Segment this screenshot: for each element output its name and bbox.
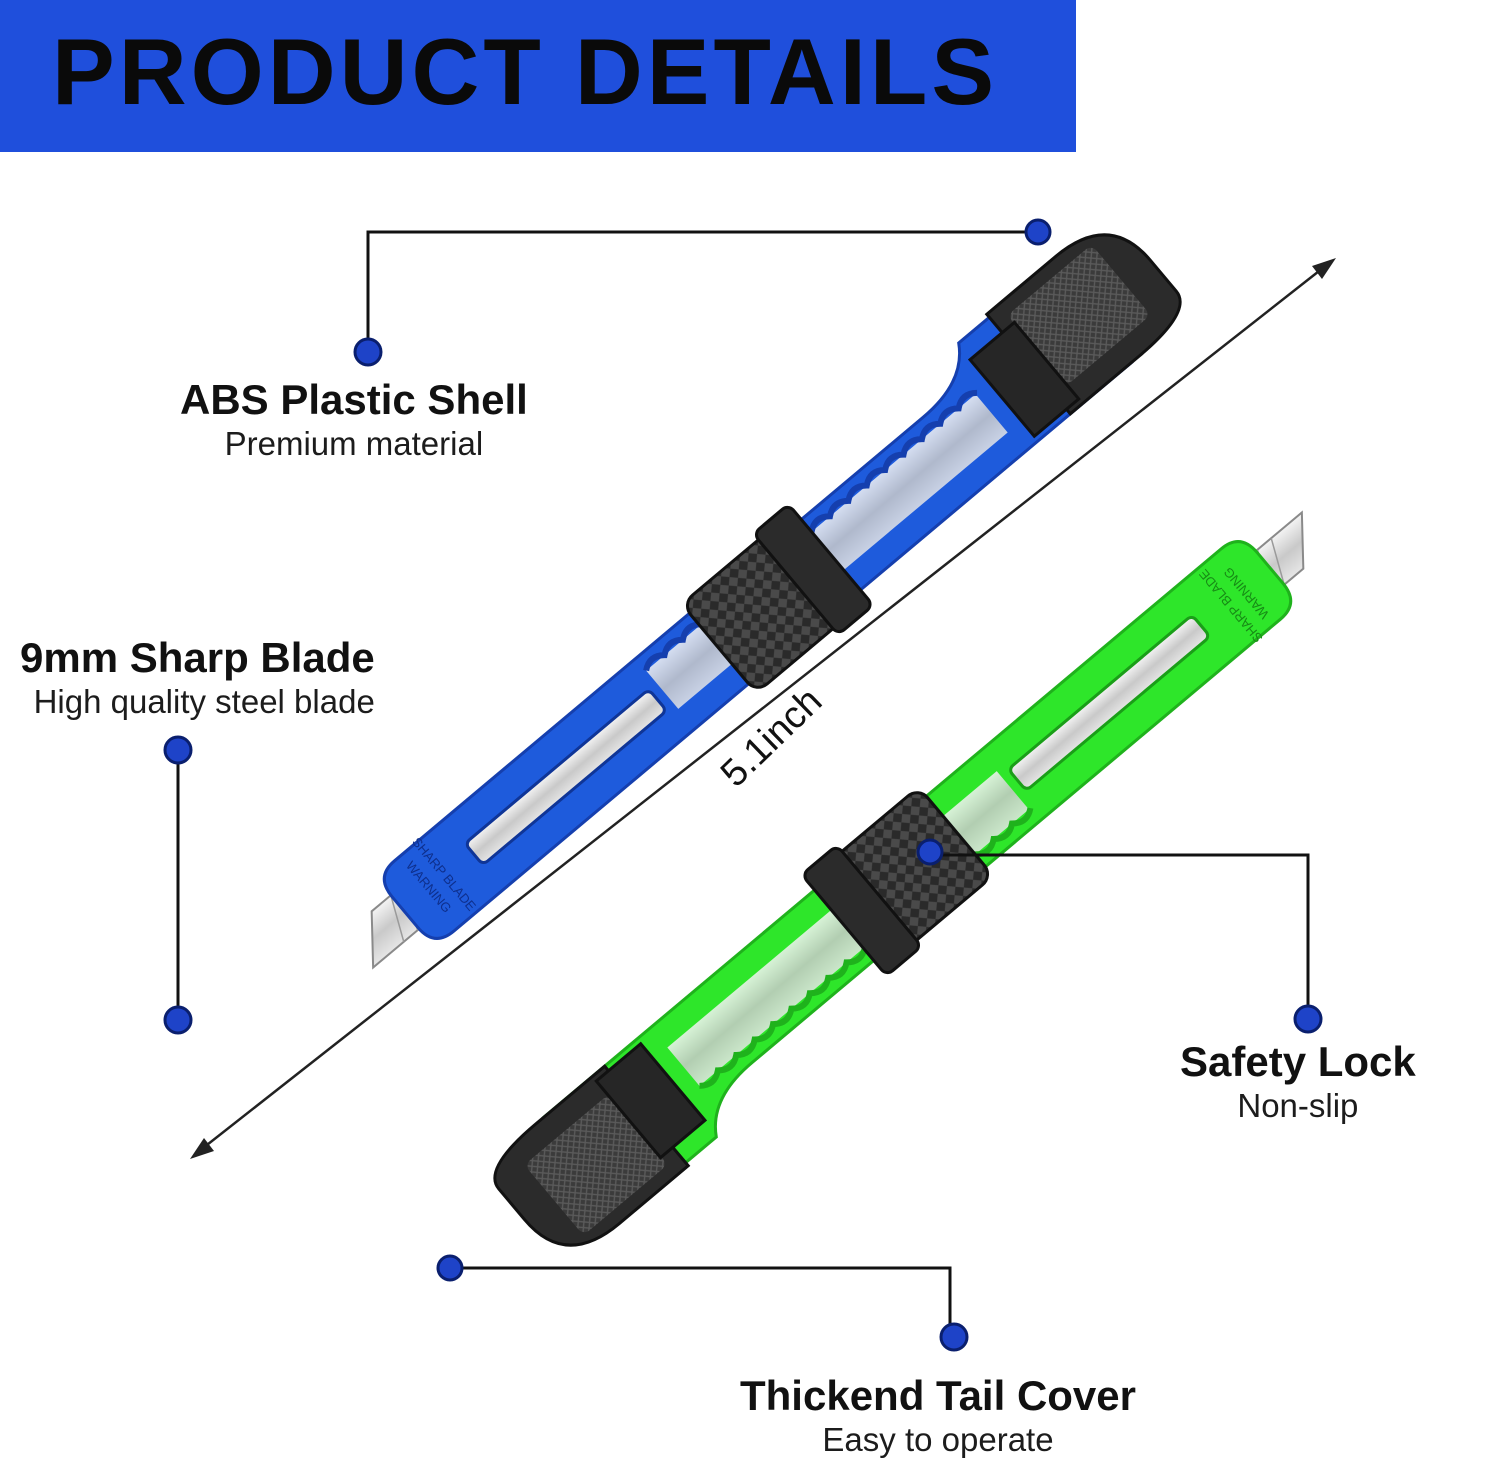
callout-safety-lock-subtitle: Non-slip [1237, 1087, 1359, 1125]
blue-knife-blade-window [465, 690, 666, 865]
callout-abs-shell-title: ABS Plastic Shell [180, 376, 528, 423]
callout-safety-lock: Safety Lock Non-slip [1180, 1038, 1416, 1126]
marker-dot-icon [163, 735, 193, 765]
markers [163, 218, 1323, 1352]
arrowhead-bottom-icon [190, 1138, 214, 1159]
header-banner: PRODUCT DETAILS [0, 0, 1076, 152]
marker-dot-icon [353, 337, 383, 367]
arrowhead-top-icon [1312, 258, 1336, 279]
callout-abs-shell: ABS Plastic Shell Premium material [180, 376, 528, 464]
marker-dot-icon [1293, 1004, 1323, 1034]
callout-tail-cover-title: Thickend Tail Cover [740, 1372, 1136, 1419]
marker-dot-icon [1024, 218, 1052, 246]
callout-blade: 9mm Sharp Blade High quality steel blade [20, 634, 375, 722]
green-knife: WARNING SHARP BLADE [493, 510, 1305, 1247]
page-title: PRODUCT DETAILS [52, 19, 999, 124]
blue-knife: WARNING SHARP BLADE [370, 233, 1182, 970]
callout-safety-lock-title: Safety Lock [1180, 1038, 1416, 1085]
marker-dot-icon [436, 1254, 464, 1282]
callout-abs-shell-subtitle: Premium material [224, 425, 484, 463]
leader-lines [176, 230, 1310, 1330]
callout-blade-title: 9mm Sharp Blade [20, 634, 375, 681]
dimension-arrow [190, 258, 1336, 1159]
callout-blade-subtitle: High quality steel blade [33, 683, 375, 721]
marker-dot-icon [916, 838, 944, 866]
marker-dot-icon [163, 1005, 193, 1035]
marker-dot-icon [939, 1322, 969, 1352]
callout-tail-cover-subtitle: Easy to operate [822, 1421, 1054, 1459]
green-knife-blade-window [1009, 615, 1210, 790]
callout-tail-cover: Thickend Tail Cover Easy to operate [740, 1372, 1136, 1460]
